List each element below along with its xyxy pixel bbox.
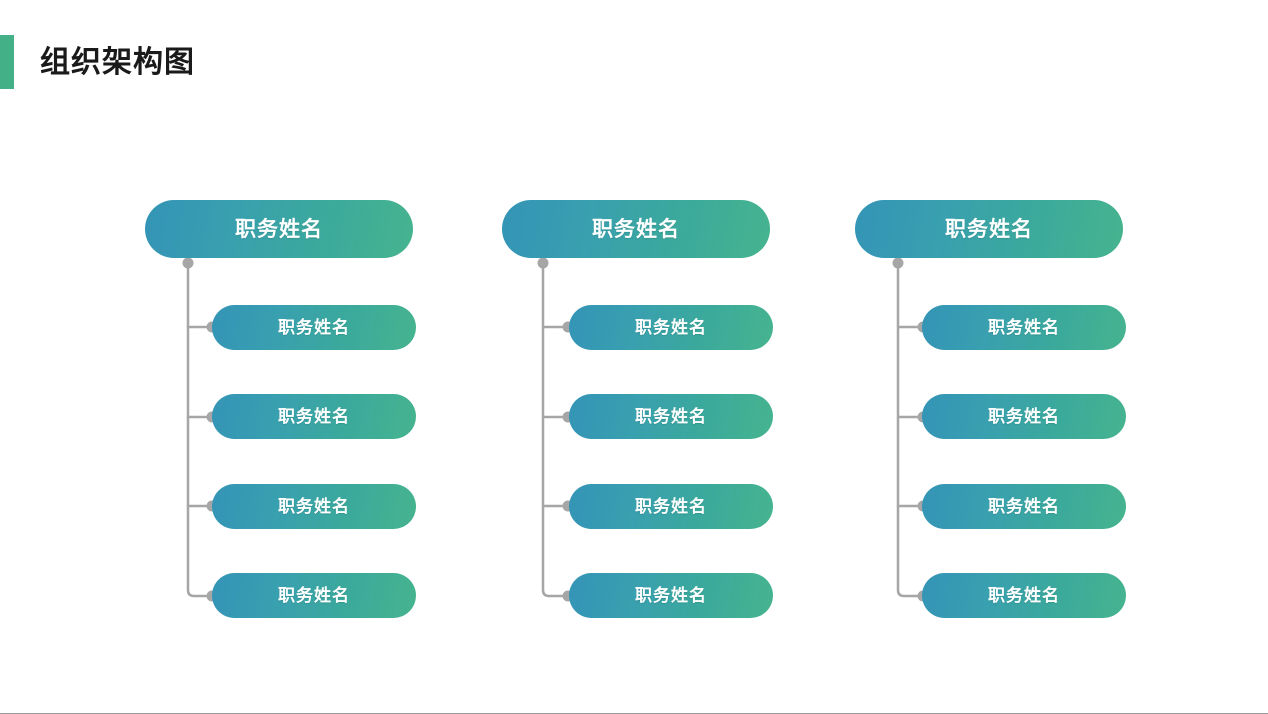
org-node-label: 职务姓名	[988, 497, 1060, 516]
org-node-header-1[interactable]: 职务姓名	[145, 200, 413, 258]
org-node-label: 职务姓名	[635, 586, 707, 605]
org-node-child-2-1[interactable]: 职务姓名	[569, 305, 773, 350]
org-column-2: 职务姓名 职务姓名 职务姓名 职务姓名 职务姓名	[502, 0, 832, 713]
org-node-child-3-4[interactable]: 职务姓名	[922, 573, 1126, 618]
org-node-header-3[interactable]: 职务姓名	[855, 200, 1123, 258]
connector-dot-root	[892, 257, 904, 269]
org-node-child-2-3[interactable]: 职务姓名	[569, 484, 773, 529]
org-node-child-3-1[interactable]: 职务姓名	[922, 305, 1126, 350]
org-node-label: 职务姓名	[278, 407, 350, 426]
org-column-3: 职务姓名 职务姓名 职务姓名 职务姓名 职务姓名	[855, 0, 1185, 713]
org-node-label: 职务姓名	[635, 318, 707, 337]
org-node-label: 职务姓名	[278, 497, 350, 516]
org-node-header-2[interactable]: 职务姓名	[502, 200, 770, 258]
org-node-label: 职务姓名	[988, 407, 1060, 426]
org-node-label: 职务姓名	[235, 217, 323, 241]
org-node-label: 职务姓名	[278, 318, 350, 337]
org-node-label: 职务姓名	[988, 318, 1060, 337]
org-node-label: 职务姓名	[988, 586, 1060, 605]
org-node-label: 职务姓名	[635, 497, 707, 516]
org-node-label: 职务姓名	[592, 217, 680, 241]
org-node-label: 职务姓名	[278, 586, 350, 605]
org-node-child-1-1[interactable]: 职务姓名	[212, 305, 416, 350]
org-node-child-1-2[interactable]: 职务姓名	[212, 394, 416, 439]
org-node-label: 职务姓名	[945, 217, 1033, 241]
org-node-child-1-4[interactable]: 职务姓名	[212, 573, 416, 618]
org-node-label: 职务姓名	[635, 407, 707, 426]
connector-dot-root	[537, 257, 549, 269]
org-node-child-3-3[interactable]: 职务姓名	[922, 484, 1126, 529]
org-node-child-3-2[interactable]: 职务姓名	[922, 394, 1126, 439]
connector-dot-root	[182, 257, 194, 269]
org-node-child-1-3[interactable]: 职务姓名	[212, 484, 416, 529]
org-node-child-2-2[interactable]: 职务姓名	[569, 394, 773, 439]
org-node-child-2-4[interactable]: 职务姓名	[569, 573, 773, 618]
page-title: 组织架构图	[40, 46, 195, 79]
org-column-1: 职务姓名 职务姓名 职务姓名 职务姓名 职务姓名	[145, 0, 475, 713]
title-accent-bar	[0, 35, 14, 89]
